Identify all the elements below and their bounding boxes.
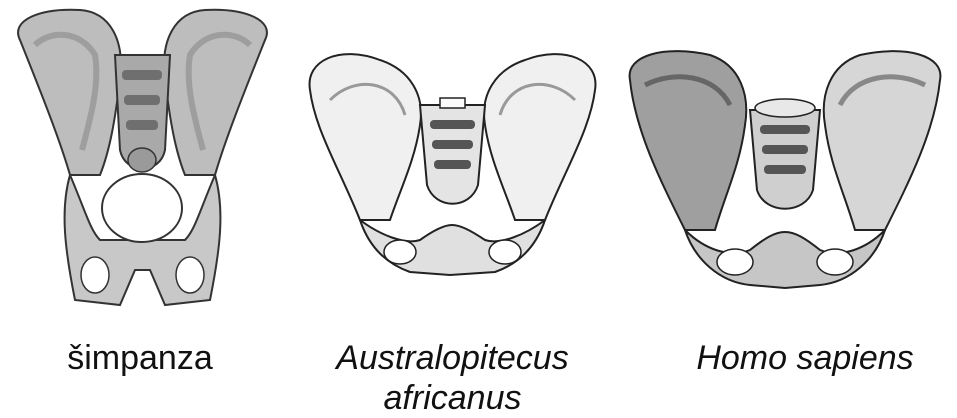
australopithecus-pelvis-icon xyxy=(300,0,605,320)
human-pelvis-icon xyxy=(615,0,955,320)
chimpanzee-pelvis-figure xyxy=(0,0,285,320)
homo-sapiens-label: Homo sapiens xyxy=(660,338,950,378)
australopithecus-label-line1: Australopitecus xyxy=(300,338,605,378)
human-pelvis-figure xyxy=(615,0,955,320)
australopithecus-label: Australopitecus africanus xyxy=(300,338,605,418)
australopithecus-pelvis-figure xyxy=(300,0,605,320)
chimpanzee-pelvis-icon xyxy=(0,0,285,320)
australopithecus-label-line2: africanus xyxy=(300,378,605,418)
chimpanzee-label: šimpanza xyxy=(20,338,260,378)
